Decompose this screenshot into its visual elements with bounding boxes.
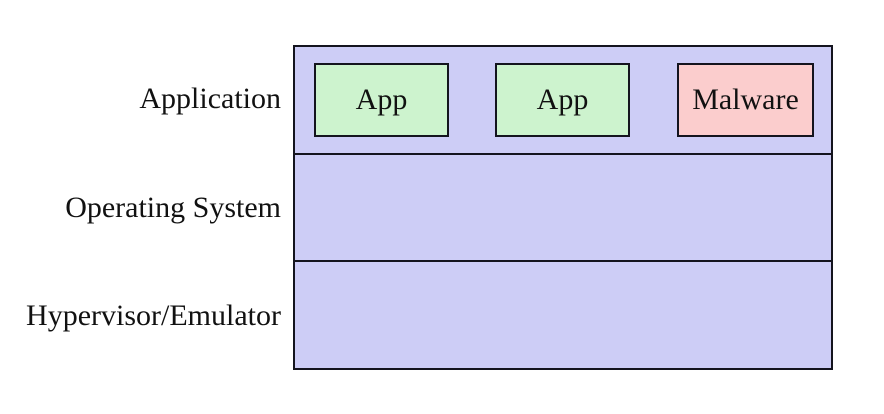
- app-box-1: App: [314, 63, 449, 137]
- layer-label-operating-system: Operating System: [65, 190, 281, 224]
- application-layer-row: App App Malware: [295, 47, 831, 153]
- malware-box: Malware: [677, 63, 814, 137]
- hypervisor-emulator-layer-row: [295, 260, 831, 368]
- operating-system-layer-row: [295, 153, 831, 260]
- layer-label-hypervisor-emulator: Hypervisor/Emulator: [26, 299, 281, 332]
- app-box-2: App: [495, 63, 630, 137]
- layer-label-application: Application: [139, 82, 281, 115]
- layer-stack-box: App App Malware: [293, 45, 833, 370]
